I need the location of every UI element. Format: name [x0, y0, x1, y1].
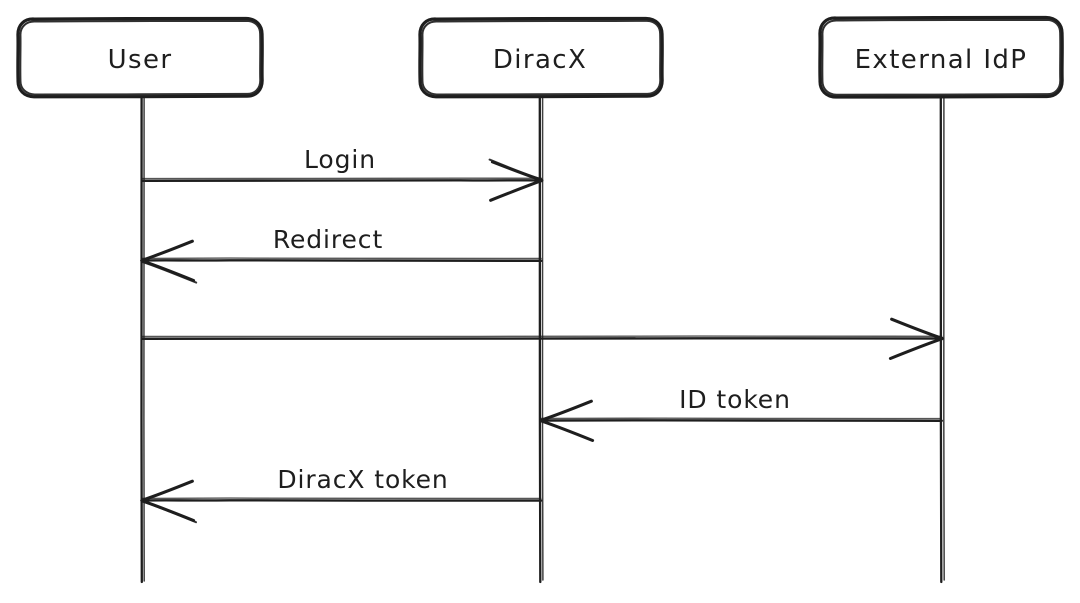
- participant-diracx-label: DiracX: [493, 45, 587, 75]
- lifeline-diracx: [538, 96, 544, 584]
- participant-external-idp-label: External IdP: [855, 45, 1028, 75]
- message-diracx-token[interactable]: DiracX token: [140, 465, 543, 524]
- lifelines-group: [140, 96, 945, 584]
- participant-external-idp[interactable]: External IdP: [818, 15, 1064, 99]
- participant-diracx[interactable]: DiracX: [418, 16, 664, 99]
- message-login-label: Login: [304, 145, 376, 174]
- message-login[interactable]: Login: [140, 145, 544, 202]
- message-id-token-label: ID token: [679, 385, 791, 414]
- lifeline-user: [140, 96, 145, 584]
- message-redirect-label: Redirect: [273, 225, 383, 254]
- participant-user-label: User: [108, 45, 173, 75]
- message-redirect[interactable]: Redirect: [140, 225, 543, 284]
- message-id-token[interactable]: ID token: [539, 385, 943, 442]
- lifeline-external-idp: [939, 96, 945, 584]
- participant-boxes-group: User DiracX External IdP: [16, 15, 1064, 99]
- messages-group: Login Redirect: [140, 145, 944, 524]
- message-diracx-token-label: DiracX token: [277, 465, 448, 494]
- message-authorize[interactable]: [140, 317, 944, 360]
- participant-user[interactable]: User: [16, 16, 264, 99]
